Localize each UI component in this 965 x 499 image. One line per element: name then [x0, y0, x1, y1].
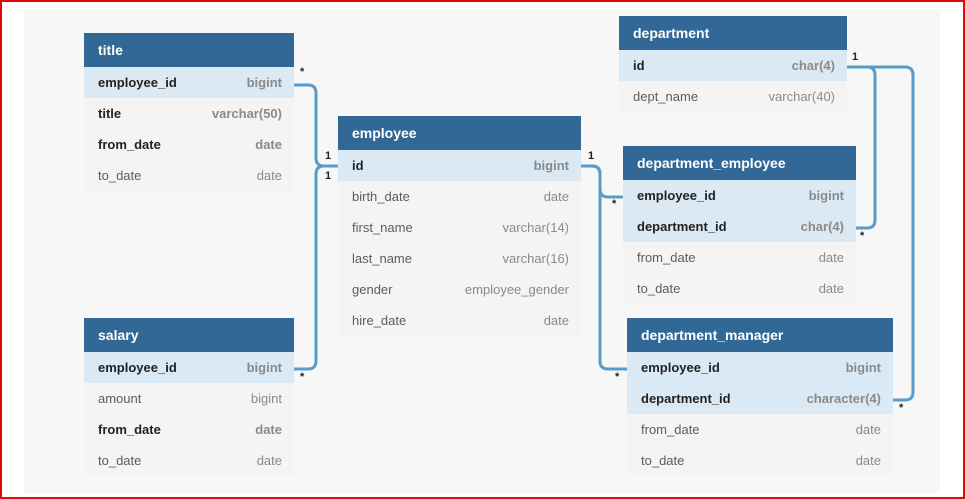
field-type: date [543, 313, 569, 328]
field-name: to_date [637, 281, 681, 296]
field-name: to_date [98, 168, 142, 183]
field-type: varchar(50) [211, 106, 282, 121]
field-row[interactable]: from_date date [84, 414, 294, 445]
field-name: employee_id [98, 360, 177, 375]
field-row[interactable]: first_name varchar(14) [338, 212, 581, 243]
field-row[interactable]: hire_date date [338, 305, 581, 336]
field-name: department_id [637, 219, 727, 234]
field-name: last_name [352, 251, 412, 266]
field-row[interactable]: to_date date [84, 445, 294, 476]
field-type: char(4) [800, 219, 844, 234]
field-name: employee_id [641, 360, 720, 375]
field-type: date [543, 189, 569, 204]
field-row[interactable]: employee_id bigint [84, 67, 294, 98]
table-department-manager[interactable]: department_manager employee_id bigint dep… [627, 318, 893, 476]
field-row[interactable]: to_date date [84, 160, 294, 191]
field-name: from_date [637, 250, 696, 265]
cardinality-label: * [860, 230, 865, 242]
table-header[interactable]: department_manager [627, 318, 893, 352]
field-type: bigint [845, 360, 881, 375]
field-name: to_date [98, 453, 142, 468]
field-type: varchar(40) [768, 89, 835, 104]
table-header[interactable]: employee [338, 116, 581, 150]
field-row[interactable]: employee_id bigint [623, 180, 856, 211]
field-name: employee_id [637, 188, 716, 203]
field-type: varchar(14) [502, 220, 569, 235]
field-name: dept_name [633, 89, 699, 104]
table-header[interactable]: department [619, 16, 847, 50]
field-type: employee_gender [464, 282, 569, 297]
field-row[interactable]: birth_date date [338, 181, 581, 212]
cardinality-label: 1 [325, 170, 332, 182]
field-row[interactable]: department_id char(4) [623, 211, 856, 242]
cardinality-label: * [300, 66, 305, 78]
field-row[interactable]: last_name varchar(16) [338, 243, 581, 274]
field-row[interactable]: from_date date [84, 129, 294, 160]
field-type: date [256, 453, 282, 468]
field-type: varchar(16) [502, 251, 569, 266]
field-row[interactable]: employee_id bigint [84, 352, 294, 383]
field-name: department_id [641, 391, 731, 406]
field-name: id [352, 158, 364, 173]
field-type: bigint [533, 158, 569, 173]
field-type: date [255, 137, 282, 152]
field-type: bigint [808, 188, 844, 203]
cardinality-label: 1 [588, 150, 595, 162]
field-name: gender [352, 282, 393, 297]
field-row[interactable]: to_date date [623, 273, 856, 304]
field-row[interactable]: dept_name varchar(40) [619, 81, 847, 112]
field-name: birth_date [352, 189, 410, 204]
table-header[interactable]: department_employee [623, 146, 856, 180]
cardinality-label: * [615, 371, 620, 383]
field-name: to_date [641, 453, 685, 468]
table-header[interactable]: salary [84, 318, 294, 352]
field-row[interactable]: id bigint [338, 150, 581, 181]
field-type: date [818, 250, 844, 265]
field-row[interactable]: from_date date [623, 242, 856, 273]
field-type: bigint [246, 75, 282, 90]
field-type: date [255, 422, 282, 437]
table-department-employee[interactable]: department_employee employee_id bigint de… [623, 146, 856, 304]
field-row[interactable]: to_date date [627, 445, 893, 476]
field-row[interactable]: id char(4) [619, 50, 847, 81]
field-name: from_date [98, 422, 161, 437]
table-department[interactable]: department id char(4) dept_name varchar(40… [619, 16, 847, 112]
cardinality-label: 1 [325, 150, 332, 162]
field-row[interactable]: gender employee_gender [338, 274, 581, 305]
field-row[interactable]: department_id character(4) [627, 383, 893, 414]
field-type: date [855, 453, 881, 468]
cardinality-label: 1 [852, 51, 859, 63]
field-type: date [818, 281, 844, 296]
field-type: bigint [250, 391, 282, 406]
cardinality-label: * [300, 371, 305, 383]
field-row[interactable]: title varchar(50) [84, 98, 294, 129]
table-header[interactable]: title [84, 33, 294, 67]
field-name: amount [98, 391, 142, 406]
field-type: character(4) [806, 391, 881, 406]
field-name: from_date [641, 422, 700, 437]
cardinality-label: * [899, 402, 904, 414]
field-name: hire_date [352, 313, 407, 328]
field-name: employee_id [98, 75, 177, 90]
field-name: from_date [98, 137, 161, 152]
field-row[interactable]: from_date date [627, 414, 893, 445]
field-name: id [633, 58, 645, 73]
field-type: date [256, 168, 282, 183]
field-row[interactable]: employee_id bigint [627, 352, 893, 383]
field-name: first_name [352, 220, 413, 235]
field-type: date [855, 422, 881, 437]
field-type: char(4) [791, 58, 835, 73]
table-title[interactable]: title employee_id bigint title varchar(50)… [84, 33, 294, 191]
cardinality-label: * [612, 198, 617, 210]
field-name: title [98, 106, 122, 121]
field-type: bigint [246, 360, 282, 375]
field-row[interactable]: amount bigint [84, 383, 294, 414]
